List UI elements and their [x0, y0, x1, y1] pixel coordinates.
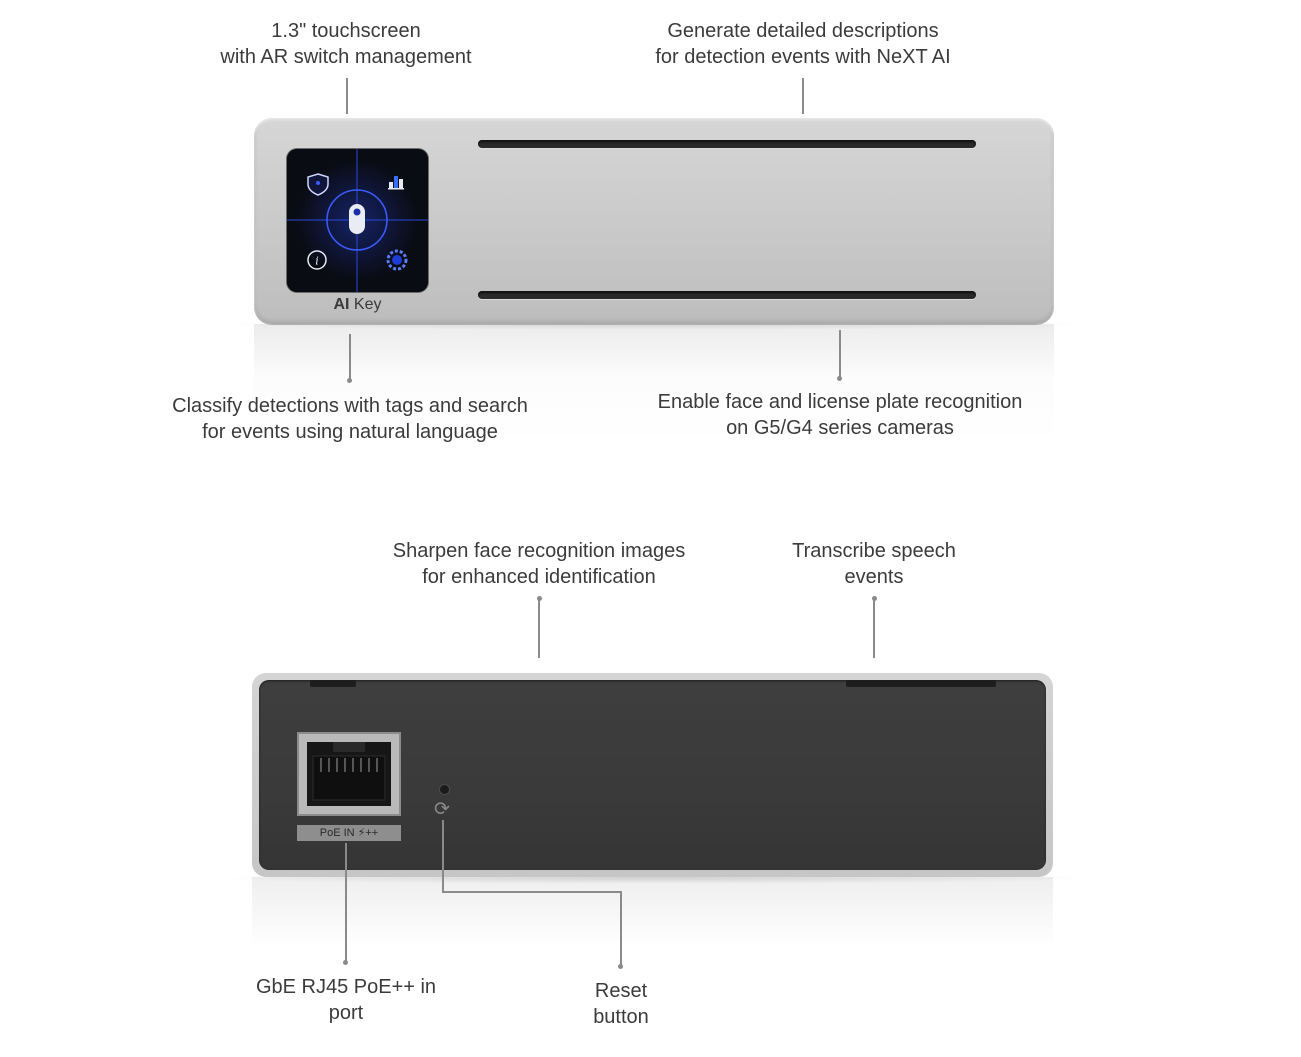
callout-face-plate: Enable face and license plate recognitio…	[657, 391, 1023, 439]
touchscreen-display[interactable]: i	[287, 149, 428, 292]
leader-touchscreen	[346, 78, 348, 114]
leader-reset-horizontal	[442, 891, 622, 893]
front-reflection	[254, 324, 1054, 444]
gear-icon	[386, 249, 408, 271]
camera-icon	[349, 204, 365, 234]
reset-icon: ⟳	[434, 799, 450, 820]
leader-next-ai	[802, 78, 804, 114]
svg-text:i: i	[315, 255, 319, 268]
leader-dot-sharpen	[537, 596, 542, 601]
poe-in-label: PoE IN ⚡++	[297, 825, 401, 841]
callout-transcribe: Transcribe speech events	[792, 540, 956, 588]
rear-slot-right	[846, 680, 996, 687]
leader-classify	[349, 334, 351, 380]
leader-face-plate	[839, 330, 841, 378]
leader-reset-drop	[620, 891, 622, 965]
callout-touchscreen: 1.3" touchscreen with AR switch manageme…	[220, 20, 472, 68]
leader-transcribe	[873, 600, 875, 658]
reset-button[interactable]	[440, 785, 449, 794]
leader-port	[345, 843, 347, 961]
leader-dot-classify	[347, 378, 352, 383]
leader-dot-reset	[618, 964, 623, 969]
brand-logo: AI Key	[333, 296, 382, 313]
leader-sharpen	[538, 600, 540, 658]
touchscreen-ui: i	[287, 149, 428, 292]
callout-port: GbE RJ45 PoE++ in port	[255, 976, 437, 1024]
stats-icon	[388, 176, 404, 190]
rear-slot-left	[310, 680, 356, 687]
leader-dot-face-plate	[837, 376, 842, 381]
bottom-vent	[478, 291, 976, 299]
leader-dot-transcribe	[872, 596, 877, 601]
callout-classify: Classify detections with tags and search…	[172, 395, 528, 443]
callout-reset: Reset button	[593, 980, 649, 1028]
callout-sharpen: Sharpen face recognition images for enha…	[392, 540, 686, 588]
rj45-port[interactable]	[297, 732, 401, 816]
info-icon: i	[307, 250, 327, 270]
rj45-socket-icon	[307, 742, 391, 806]
leader-reset-vertical	[442, 820, 444, 892]
top-vent	[478, 140, 976, 148]
leader-dot-port	[343, 960, 348, 965]
callout-next-ai: Generate detailed descriptions for detec…	[655, 20, 951, 68]
shield-icon	[307, 173, 329, 196]
back-reflection	[252, 877, 1053, 947]
